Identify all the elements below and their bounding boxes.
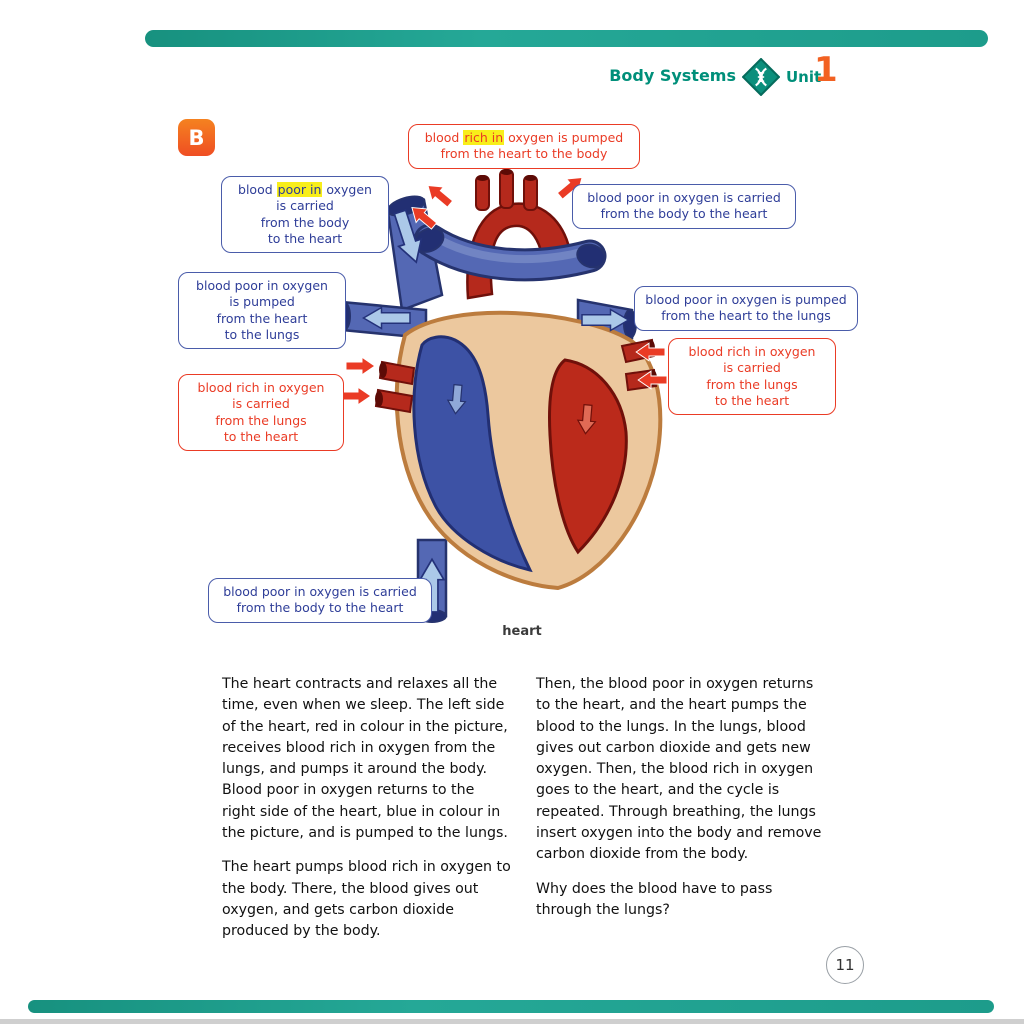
callout-line: blood rich in oxygen: [197, 380, 325, 395]
header-bar: [145, 30, 988, 47]
body-paragraph: The heart pumps blood rich in oxygen to …: [222, 859, 511, 940]
highlighted-text: rich in: [463, 130, 505, 145]
callout-pumped-to-body: blood rich in oxygen is pumped from the …: [408, 124, 640, 169]
text-column-right: Then, the blood poor in oxygen returns t…: [536, 674, 830, 934]
callout-line: blood poor in oxygen: [238, 182, 372, 197]
callout-carried-to-heart-right: blood poor in oxygen is carried from the…: [572, 184, 796, 229]
callout-line: blood poor in oxygen is carried: [587, 190, 781, 205]
callout-line: is carried: [276, 198, 334, 214]
right-heart-chamber: [412, 335, 533, 573]
callout-line: blood poor in oxygen is pumped: [645, 292, 847, 307]
callout-line: from the heart: [216, 310, 308, 326]
callout-line: to the lungs: [224, 326, 300, 342]
callout-line: from the body to the heart: [236, 600, 404, 616]
callout-line: to the heart: [267, 230, 343, 246]
callout-pumped-to-lungs-right: blood poor in oxygen is pumped from the …: [634, 286, 858, 331]
callout-line: blood poor in oxygen: [196, 278, 328, 293]
text-column-left: The heart contracts and relaxes all the …: [222, 674, 512, 956]
callout-carried-from-lungs-right: blood rich in oxygen is carried from the…: [668, 338, 836, 415]
callout-line: blood rich in oxygen is pumped: [424, 130, 624, 145]
unit-number: 1: [814, 50, 838, 90]
callout-line: from the lungs: [215, 412, 307, 428]
callout-line: from the heart to the body: [440, 146, 608, 162]
footer-bar: [28, 1000, 994, 1013]
callout-carried-from-lungs-left: blood rich in oxygen is carried from the…: [178, 374, 344, 451]
callout-carried-to-heart-left: blood poor in oxygen is carried from the…: [221, 176, 389, 253]
page-number: 11: [826, 946, 864, 984]
callout-line: from the heart to the lungs: [661, 308, 831, 324]
callout-pumped-to-lungs-left: blood poor in oxygen is pumped from the …: [178, 272, 346, 349]
body-paragraph: The heart contracts and relaxes all the …: [222, 676, 508, 842]
highlighted-text: poor in: [276, 182, 323, 197]
callout-line: is carried: [232, 396, 290, 412]
callout-line: to the heart: [223, 428, 299, 444]
callout-line: is pumped: [229, 294, 295, 310]
callout-line: blood rich in oxygen: [688, 344, 816, 359]
body-paragraph: Why does the blood have to pass through …: [536, 880, 773, 918]
page-edge: [0, 1019, 1024, 1024]
activity-badge: B: [178, 119, 215, 156]
callout-line: from the body: [260, 214, 350, 230]
callout-line: blood poor in oxygen is carried: [223, 584, 417, 599]
callout-line: to the heart: [714, 392, 790, 408]
callout-carried-to-heart-bottom: blood poor in oxygen is carried from the…: [208, 578, 432, 623]
callout-line: is carried: [723, 360, 781, 376]
heart-illustration: [330, 160, 690, 640]
section-title: Body Systems: [609, 66, 736, 85]
callout-line: from the lungs: [706, 376, 798, 392]
series-logo-icon: [741, 57, 781, 97]
left-heart-chamber: [548, 358, 628, 555]
unit-label: Unit: [786, 68, 822, 86]
callout-line: from the body to the heart: [600, 206, 768, 222]
figure-caption: heart: [502, 624, 542, 639]
body-paragraph: Then, the blood poor in oxygen returns t…: [536, 676, 822, 863]
